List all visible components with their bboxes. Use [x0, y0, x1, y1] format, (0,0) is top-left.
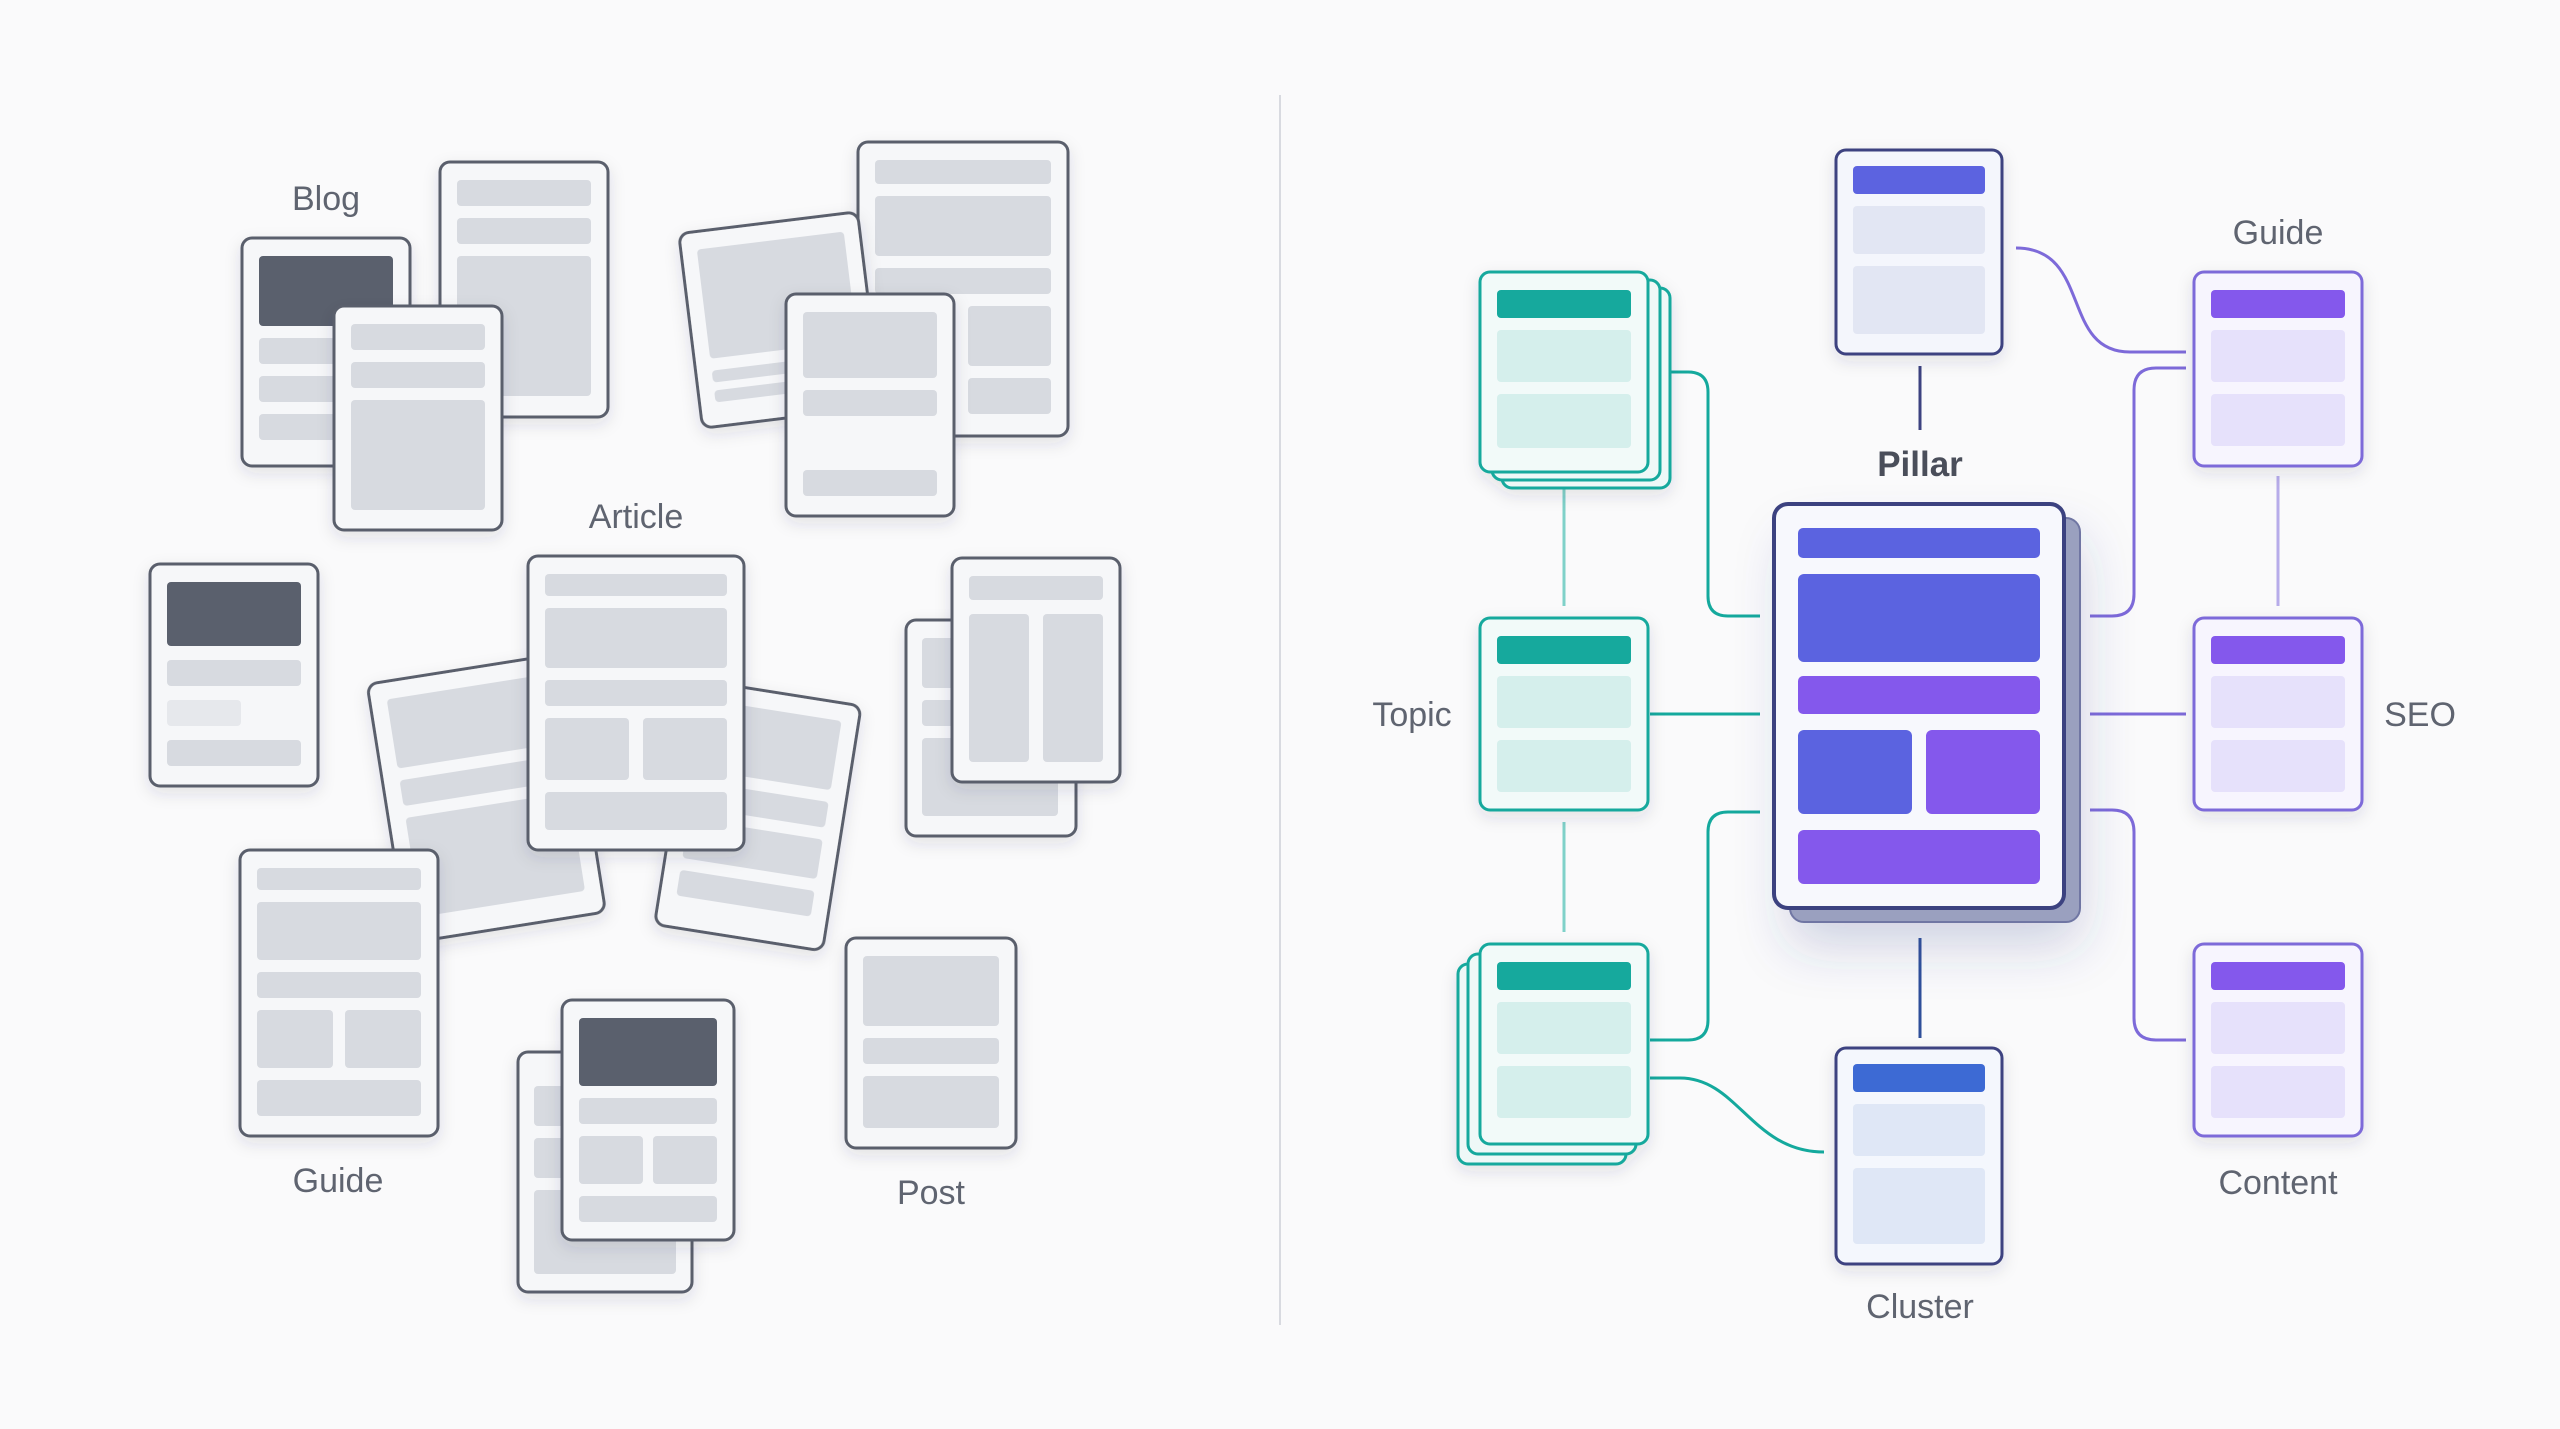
content-card — [2192, 942, 2364, 1138]
connector-topic-top-to-pillar — [1664, 370, 1760, 618]
pillar-card — [1772, 502, 2081, 923]
label-seo: SEO — [2384, 696, 2456, 734]
small-card-front — [784, 292, 956, 518]
article-main-card — [526, 554, 746, 852]
guide-card-left — [238, 848, 440, 1138]
topic-card-bottom-stack — [1456, 942, 1650, 1166]
connector-pillar-to-content — [2090, 808, 2186, 1042]
guide-card-right — [2192, 270, 2364, 468]
top-card — [1834, 148, 2004, 356]
label-guide-left: Guide — [293, 1162, 384, 1200]
label-article: Article — [589, 498, 683, 536]
post-card — [844, 936, 1018, 1150]
blog-card-front-right — [332, 304, 504, 532]
connector-topic-bottom-to-pillar — [1650, 810, 1760, 1042]
label-pillar: Pillar — [1877, 445, 1963, 484]
connector-pillar-to-guide — [2090, 366, 2186, 618]
label-cluster: Cluster — [1866, 1288, 1974, 1326]
connector-topic-to-cluster — [1650, 1076, 1825, 1154]
label-topic: Topic — [1372, 696, 1451, 734]
bottom-stack-front — [560, 998, 736, 1242]
topic-card-top-stack — [1478, 270, 1672, 490]
right-stack-front — [950, 556, 1122, 784]
left-panel-scattered: Blog — [148, 140, 1122, 1294]
cluster-card — [1834, 1046, 2004, 1266]
dark-header-card — [148, 562, 320, 788]
seo-card — [2192, 616, 2364, 812]
label-content: Content — [2218, 1164, 2338, 1202]
topic-card-middle — [1478, 616, 1650, 812]
connector-top-to-guide — [2015, 246, 2186, 354]
right-panel-cluster: Topic Pillar Cluster — [1372, 148, 2456, 1326]
connectors — [1562, 246, 2280, 1154]
label-post: Post — [897, 1174, 966, 1212]
label-blog: Blog — [292, 180, 360, 218]
label-guide-right: Guide — [2233, 214, 2324, 252]
